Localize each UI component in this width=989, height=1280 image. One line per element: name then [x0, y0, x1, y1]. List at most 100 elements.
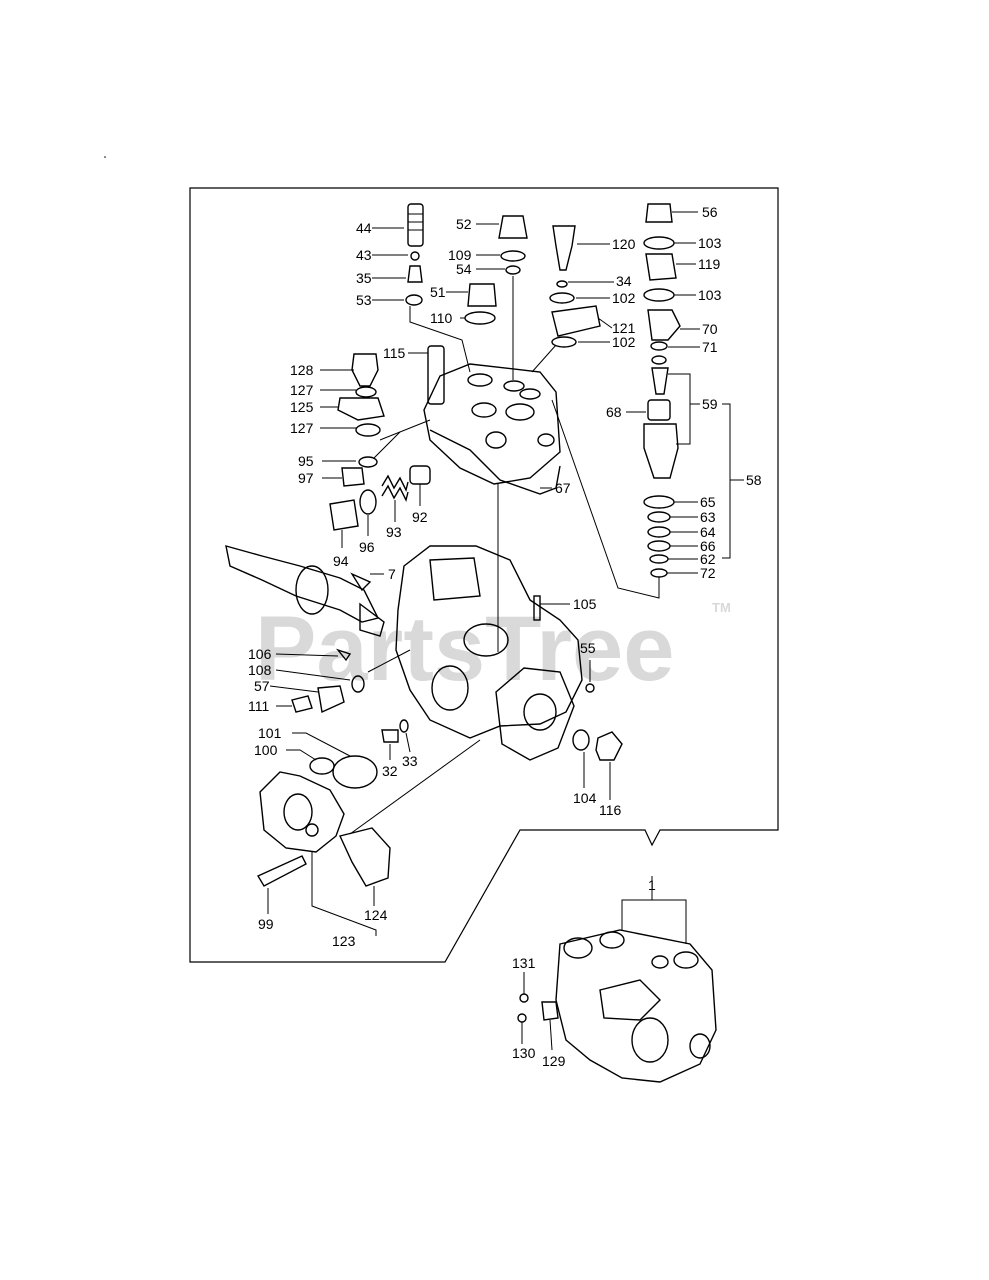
part-97-plug — [341, 467, 365, 487]
callout-100: 100 — [254, 742, 278, 758]
part-56-bolt — [645, 203, 673, 223]
callout-35: 35 — [356, 270, 372, 286]
part-94-cap — [329, 499, 359, 531]
callout-116: 116 — [599, 802, 622, 818]
part-44-delivery-holder — [407, 203, 424, 247]
callout-34: 34 — [616, 273, 632, 289]
part-109-oring — [500, 250, 526, 262]
callout-92: 92 — [412, 509, 428, 525]
callout-58: 58 — [746, 472, 762, 488]
part-129-bracket — [541, 1001, 559, 1021]
callout-33: 33 — [402, 753, 418, 769]
callout-labels: 44 43 35 53 52 109 54 51 110 120 34 102 … — [248, 204, 762, 1069]
callout-94: 94 — [333, 553, 349, 569]
callout-129: 129 — [542, 1053, 566, 1069]
callout-52: 52 — [456, 216, 472, 232]
callout-56: 56 — [702, 204, 718, 220]
part-100-oring — [309, 757, 335, 775]
part-119-fitting — [645, 253, 677, 281]
part-59-barrel — [643, 423, 679, 479]
callout-53: 53 — [356, 292, 372, 308]
part-spring-seat — [651, 355, 667, 365]
callout-124: 124 — [364, 907, 388, 923]
callout-44: 44 — [356, 220, 372, 236]
callout-70: 70 — [702, 321, 718, 337]
part-57-bracket — [317, 685, 345, 714]
part-34-washer — [556, 280, 568, 288]
callout-101: 101 — [258, 725, 282, 741]
part-65-ring — [643, 495, 675, 509]
part-96-ring — [359, 489, 377, 515]
part-7-key — [350, 572, 372, 592]
callout-66: 66 — [700, 538, 716, 554]
part-120-bolt — [552, 225, 576, 271]
part-111-bolt — [291, 695, 313, 713]
part-43-spring — [410, 251, 420, 261]
part-67-gasket — [429, 429, 561, 495]
part-99-bolt — [256, 855, 307, 887]
callout-99: 99 — [258, 916, 274, 932]
speck — [104, 156, 106, 158]
callout-59: 59 — [702, 396, 718, 412]
pump-assembly-overview — [555, 929, 717, 1083]
part-110-oring — [464, 311, 496, 325]
part-102-gasket-lower — [551, 336, 577, 348]
callout-128: 128 — [290, 362, 314, 378]
part-66-ring — [647, 540, 671, 552]
callout-131: 131 — [512, 955, 536, 971]
part-121-banjo — [551, 305, 601, 337]
pump-body — [395, 545, 583, 761]
callout-109: 109 — [448, 247, 472, 263]
callout-115: 115 — [383, 345, 406, 361]
callout-1: 1 — [648, 877, 656, 893]
part-52-plug — [498, 215, 528, 239]
part-72-ring — [650, 568, 668, 578]
callout-93: 93 — [386, 524, 402, 540]
part-32-screw — [381, 729, 399, 743]
part-108-oring — [351, 675, 365, 693]
callout-67: 67 — [555, 480, 571, 496]
callout-127-upper: 127 — [290, 382, 314, 398]
part-62-ring — [649, 554, 669, 564]
callout-32: 32 — [382, 763, 398, 779]
part-33-washer — [399, 719, 409, 733]
callout-121: 121 — [612, 320, 636, 336]
callout-43: 43 — [356, 247, 372, 263]
callout-68: 68 — [606, 404, 622, 420]
part-104-washer — [572, 729, 590, 751]
part-127-washer-upper — [355, 386, 377, 398]
callout-111: 111 — [248, 698, 269, 714]
part-127-washer-lower — [355, 423, 381, 437]
callout-119: 119 — [698, 256, 721, 272]
callout-120: 120 — [612, 236, 636, 252]
callout-7: 7 — [388, 566, 396, 582]
part-55-plug — [585, 683, 595, 693]
callout-95: 95 — [298, 453, 314, 469]
callout-108: 108 — [248, 662, 272, 678]
part-95-washer — [358, 456, 378, 468]
part-131-screw — [519, 993, 529, 1003]
callout-65: 65 — [700, 494, 716, 510]
part-130-screw — [517, 1013, 527, 1023]
part-124-gasket — [339, 827, 391, 887]
part-106-pin — [335, 648, 352, 662]
callout-110: 110 — [430, 310, 453, 326]
exploded-view-frame — [189, 187, 779, 963]
part-93-spring — [381, 474, 409, 503]
callout-102-lower: 102 — [612, 334, 636, 350]
part-116-nut — [595, 731, 623, 761]
callout-123: 123 — [332, 933, 356, 949]
callout-106: 106 — [248, 646, 272, 662]
callout-104: 104 — [573, 790, 597, 806]
callout-97: 97 — [298, 470, 314, 486]
watermark-tm: TM — [712, 600, 731, 615]
part-70-valve — [647, 309, 681, 341]
pump-head-body — [423, 363, 561, 485]
part-123-governor-housing — [259, 771, 345, 853]
part-92-sleeve — [409, 465, 431, 485]
watermark: PartsTree TM — [255, 598, 731, 700]
part-103-gasket-upper — [643, 236, 675, 250]
callout-130: 130 — [512, 1045, 536, 1061]
callout-57: 57 — [254, 678, 270, 694]
